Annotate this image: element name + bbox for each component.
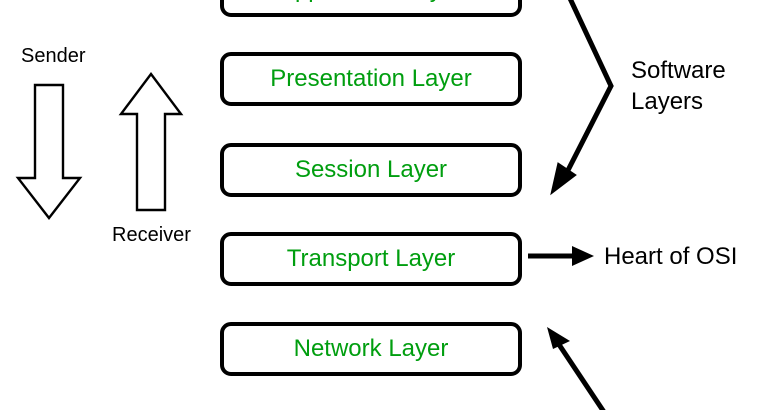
- sender-label: Sender: [21, 45, 86, 67]
- layer-label-network: Network Layer: [293, 335, 449, 362]
- lower-layers-arrow-shaft: [553, 338, 606, 410]
- layer-label-presentation: Presentation Layer: [270, 65, 472, 92]
- layer-box-application[interactable]: Application Layer: [220, 0, 522, 17]
- layer-label-session: Session Layer: [294, 156, 448, 183]
- lower-layers-arrowhead-icon: [547, 327, 570, 349]
- software-layers-line-1: Software: [631, 57, 726, 84]
- software-layers-arrowhead-icon: [550, 162, 577, 196]
- receiver-up-arrow-icon: [118, 72, 184, 212]
- heart-of-osi-arrowhead-icon: [572, 246, 594, 266]
- software-layers-chevron-arrow-icon: [559, 0, 614, 184]
- layer-box-presentation[interactable]: Presentation Layer: [220, 52, 522, 106]
- layer-label-application: Application Layer: [279, 0, 463, 2]
- layer-box-network[interactable]: Network Layer: [220, 322, 522, 376]
- sender-down-arrow-icon: [15, 83, 83, 220]
- software-layers-label: Software Layers: [631, 55, 726, 117]
- layer-label-transport: Transport Layer: [286, 245, 456, 272]
- heart-of-osi-label: Heart of OSI: [604, 243, 738, 270]
- layer-box-session[interactable]: Session Layer: [220, 143, 522, 197]
- software-layers-line-2: Layers: [631, 88, 704, 115]
- layer-box-transport[interactable]: Transport Layer: [220, 232, 522, 286]
- receiver-label: Receiver: [112, 224, 191, 246]
